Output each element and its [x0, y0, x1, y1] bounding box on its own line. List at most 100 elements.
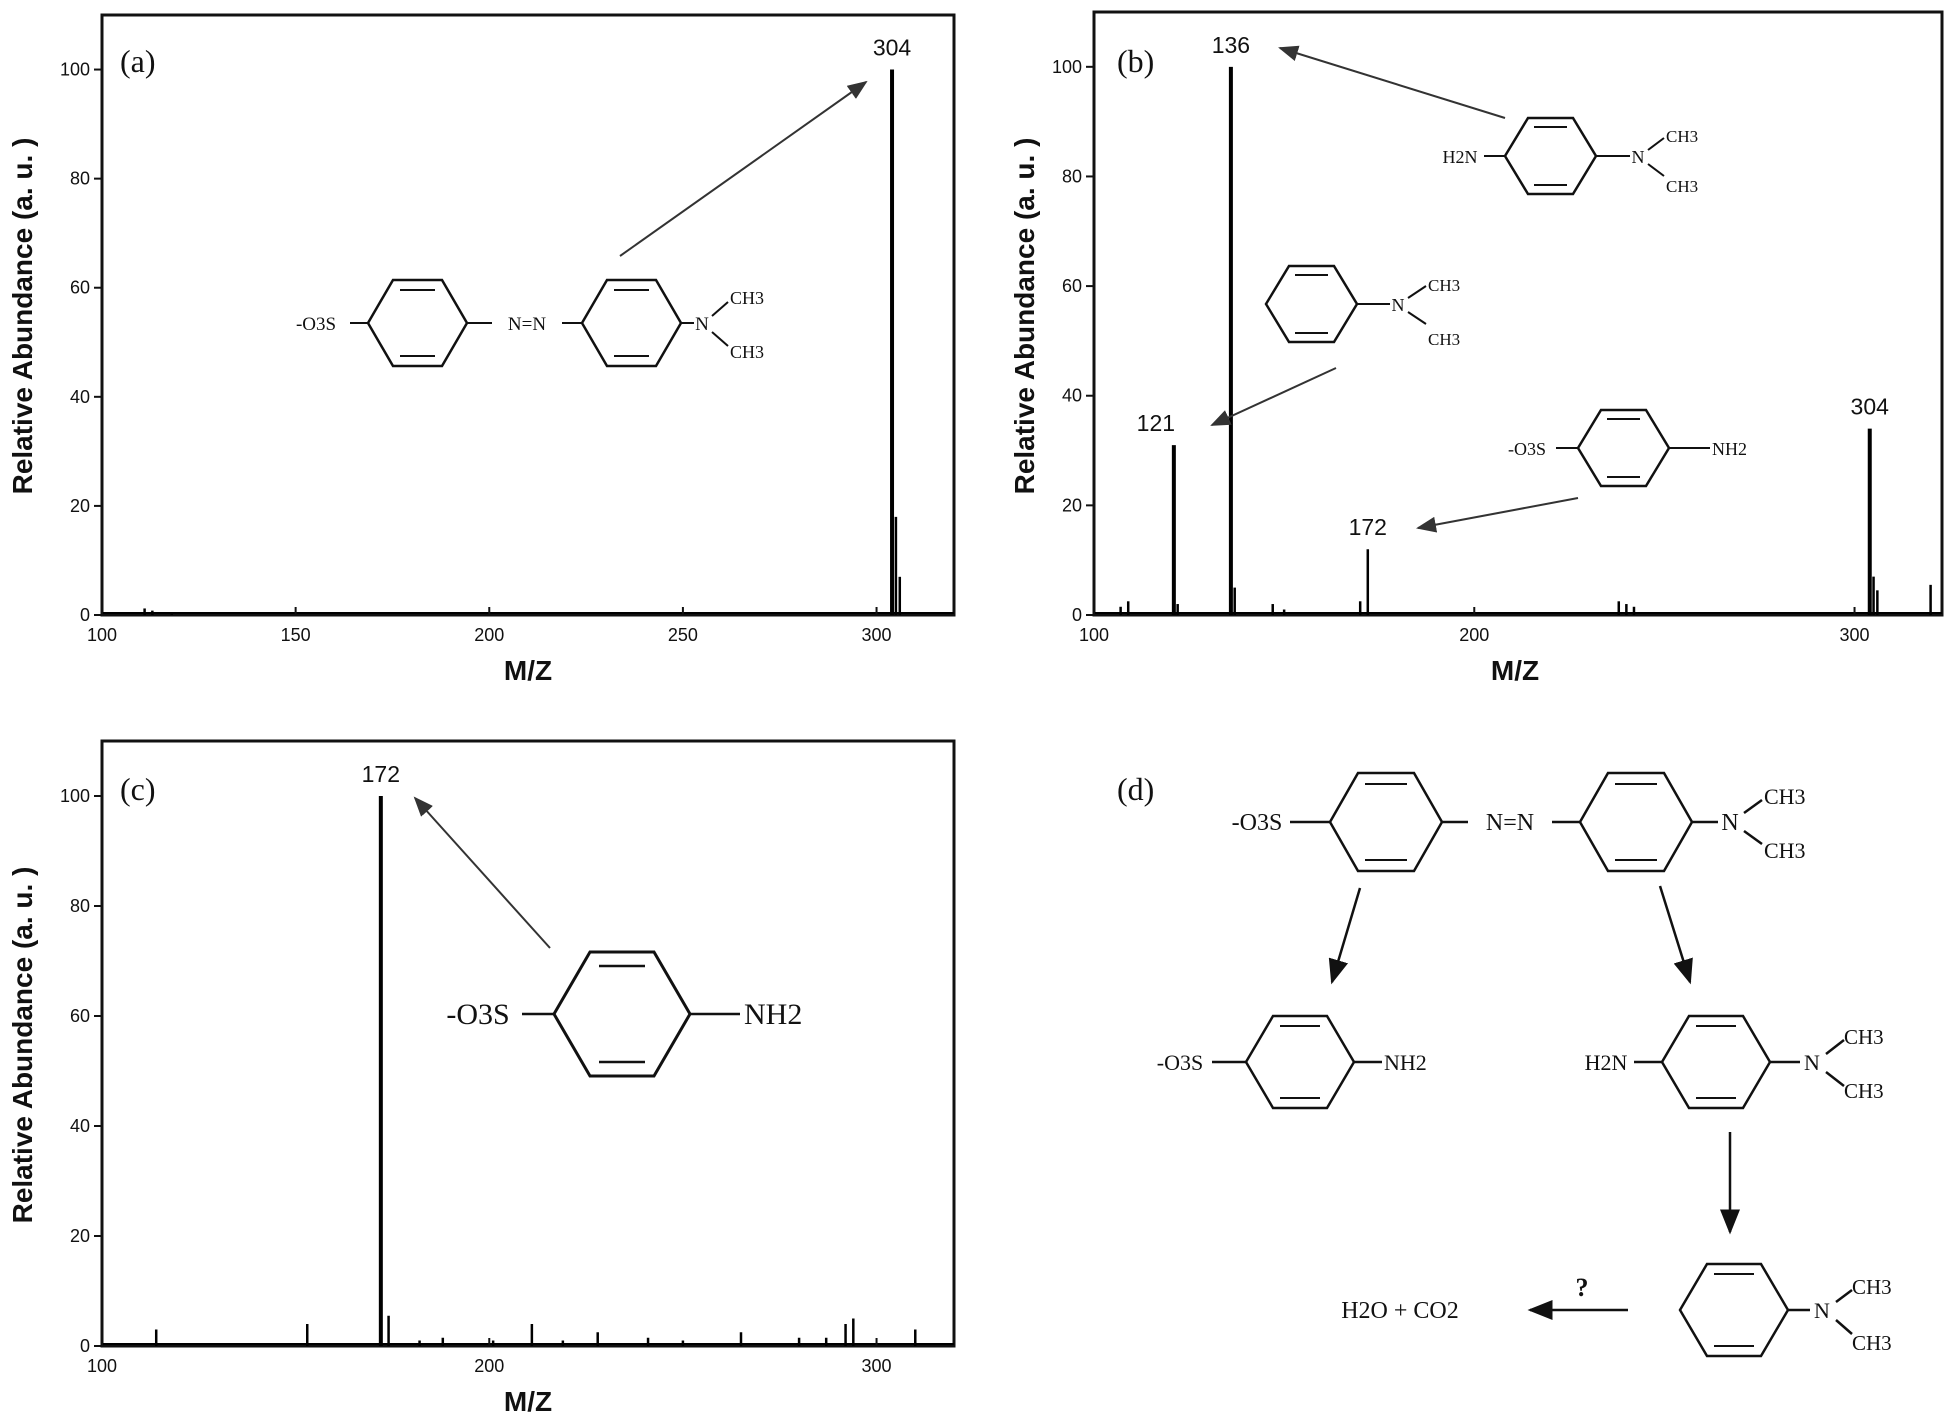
pathway-parent-so3: -O3S	[1232, 810, 1283, 836]
peaks-a	[102, 69, 954, 615]
pathway-right-ch3-bottom: CH3	[1844, 1079, 1884, 1103]
benzene-ring-c	[552, 950, 692, 1078]
pathway-parent-ch3-top: CH3	[1764, 784, 1806, 809]
peaks-c	[102, 796, 954, 1346]
plot-frame-b	[1092, 10, 1944, 617]
pathway-right-n: N	[1804, 1050, 1820, 1075]
x-axis-title-c: M/Z	[504, 1386, 552, 1416]
benzene-ring-a2	[580, 278, 683, 368]
pathway-final-n: N	[1814, 1298, 1830, 1323]
pathway-right-h2n: H2N	[1585, 1050, 1628, 1075]
y-tick-label-c-0: 0	[80, 1336, 90, 1356]
y-tick-label-c-40: 40	[70, 1116, 90, 1136]
x-tick-label-c-100: 100	[87, 1356, 117, 1376]
benzene-ring-d5	[1678, 1262, 1790, 1358]
x-tick-label-a-200: 200	[474, 625, 504, 645]
pathway-product-dimethylaniline: N CH3 CH3	[1678, 1262, 1892, 1358]
benzene-ring-d2	[1578, 771, 1694, 873]
x-tick-label-b-200: 200	[1459, 625, 1489, 645]
structure-c-nh2: NH2	[744, 998, 802, 1031]
peak-label-b-136: 136	[1212, 32, 1250, 58]
pathway-parent-ch3-bottom: CH3	[1764, 838, 1806, 863]
y-tick-label-b-80: 80	[1062, 166, 1082, 186]
structure-121-ch3-top: CH3	[1428, 276, 1460, 295]
y-axis-title-b: Relative Abundance (a. u. )	[1009, 138, 1040, 495]
pathway-end-products: H2O + CO2	[1341, 1298, 1459, 1324]
pathway-left-nh2: NH2	[1384, 1050, 1427, 1075]
structure-172-c: -O3S NH2	[446, 950, 802, 1078]
y-tick-label-a-40: 40	[70, 387, 90, 407]
pathway-parent-azo: N=N	[1486, 810, 1534, 836]
arrow-b-136	[1278, 45, 1506, 119]
pathway-question-mark: ?	[1576, 1273, 1589, 1302]
structure-121-b: N CH3 CH3	[1264, 264, 1460, 349]
x-tick-label-b-100: 100	[1079, 625, 1109, 645]
arrow-c	[413, 796, 551, 949]
structure-a-ch3-bottom: CH3	[730, 342, 764, 362]
x-ticks-b: 100 200 300	[1079, 607, 1870, 645]
structure-136-n: N	[1632, 147, 1645, 167]
plot-frame-c	[100, 739, 956, 1348]
structure-136-ch3-bottom: CH3	[1666, 177, 1698, 196]
benzene-ring-b121	[1264, 264, 1359, 344]
structure-a-so3-label: -O3S	[296, 314, 336, 335]
x-tick-label-c-300: 300	[862, 1356, 892, 1376]
structure-172-b: -O3S NH2	[1508, 408, 1747, 488]
x-tick-label-c-200: 200	[474, 1356, 504, 1376]
pathway-left-so3: -O3S	[1157, 1050, 1203, 1075]
x-tick-label-b-300: 300	[1840, 625, 1870, 645]
arrow-b-172	[1416, 497, 1579, 533]
x-ticks-c: 100 200 300	[87, 1338, 892, 1376]
y-tick-label-a-60: 60	[70, 278, 90, 298]
y-tick-label-c-60: 60	[70, 1006, 90, 1026]
pathway-product-sulfanilate: -O3S NH2	[1157, 1014, 1427, 1110]
y-tick-label-c-80: 80	[70, 896, 90, 916]
structure-121-ch3-bottom: CH3	[1428, 330, 1460, 349]
structure-a-azo-label: N=N	[508, 314, 546, 335]
benzene-ring-d4	[1660, 1014, 1772, 1110]
pathway-right-ch3-top: CH3	[1844, 1025, 1884, 1049]
peak-label-b-304: 304	[1851, 394, 1890, 420]
pathway-arrow-right	[1658, 885, 1693, 985]
pathway-arrow-left	[1328, 887, 1362, 985]
x-axis-title-a: M/Z	[504, 655, 552, 686]
structure-172-so3: -O3S	[1508, 439, 1546, 459]
y-tick-label-a-20: 20	[70, 496, 90, 516]
y-tick-label-b-100: 100	[1052, 57, 1082, 77]
x-axis-title-b: M/Z	[1491, 655, 1539, 686]
x-tick-label-a-300: 300	[862, 625, 892, 645]
y-tick-label-a-100: 100	[60, 60, 90, 80]
y-axis-title-a: Relative Abundance (a. u. )	[7, 138, 38, 495]
plot-frame-a	[100, 13, 956, 617]
pathway-product-dimethylphenylenediamine: H2N N CH3 CH3	[1585, 1014, 1884, 1110]
benzene-ring-b172	[1576, 408, 1671, 488]
structure-121-n: N	[1392, 295, 1405, 315]
peak-label-c-172: 172	[362, 761, 400, 787]
peaks-b	[1094, 66, 1942, 615]
pathway-final-ch3-top: CH3	[1852, 1275, 1892, 1299]
structure-172-nh2: NH2	[1712, 439, 1747, 459]
structure-136-h2n: H2N	[1443, 147, 1478, 167]
panel-label-d: (d)	[1117, 771, 1154, 807]
structure-c-so3: -O3S	[446, 998, 509, 1031]
structure-methyl-orange-a: -O3S N=N N CH3 CH3	[296, 278, 764, 368]
benzene-ring-d3	[1244, 1014, 1356, 1110]
peak-label-b-121: 121	[1137, 410, 1175, 436]
x-tick-label-a-150: 150	[281, 625, 311, 645]
peak-label-b-172: 172	[1349, 514, 1387, 540]
benzene-ring-a1	[366, 278, 469, 368]
panel-label-b: (b)	[1117, 43, 1154, 79]
arrow-b-121	[1210, 367, 1337, 426]
peak-labels-a: 304	[873, 35, 912, 61]
peak-labels-c: 172	[362, 761, 400, 787]
x-tick-label-a-100: 100	[87, 625, 117, 645]
peak-labels-b: 136 121 172 304	[1137, 32, 1889, 540]
